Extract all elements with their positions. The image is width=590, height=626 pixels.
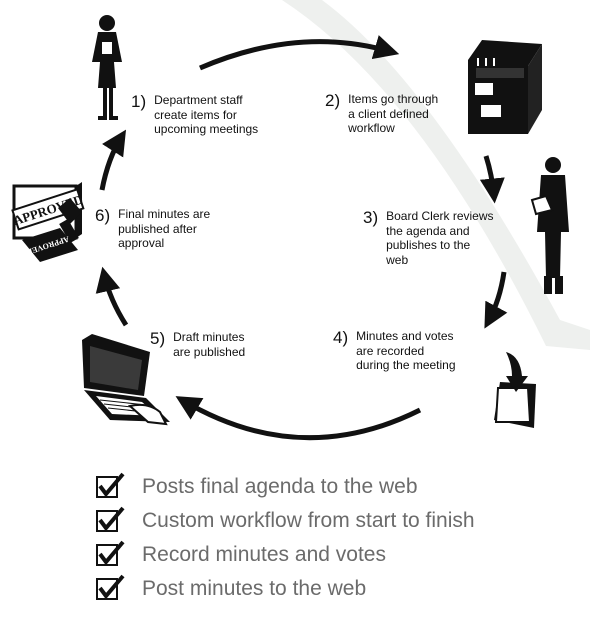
step-text: Items go through a client defined workfl… — [348, 92, 439, 135]
step-number: 3) — [363, 208, 379, 227]
step-text: Draft minutes are published — [173, 330, 246, 359]
arrow-6-to-1 — [99, 129, 127, 191]
step-5: 5) Draft minutes are published — [150, 330, 245, 359]
step-text: Final minutes are published after approv… — [118, 207, 211, 250]
step-number: 5) — [150, 329, 166, 348]
background-band — [282, 0, 590, 350]
workflow-diagram: APPROVED APPROVED 1) Department staff cr… — [11, 0, 590, 441]
step-1: 1) Department staff create items for upc… — [131, 93, 258, 137]
step-text: Minutes and votes are recorded during th… — [356, 329, 456, 372]
step-2: 2) Items go through a client defined wor… — [325, 92, 438, 136]
laptop-icon — [82, 334, 170, 426]
step-text: Department staff create items for upcomi… — [154, 93, 259, 136]
checkmark-icon — [96, 540, 125, 566]
arrow-4-to-5 — [175, 396, 422, 441]
step-text: Board Clerk reviews the agenda and publi… — [386, 209, 494, 267]
checkmark-icon — [96, 506, 125, 532]
checklist-item: Record minutes and votes — [96, 538, 475, 572]
checklist-item: Custom workflow from start to finish — [96, 504, 475, 538]
arrow-1-to-2 — [199, 35, 400, 71]
arrow-3-to-4 — [484, 271, 508, 329]
checklist-item: Post minutes to the web — [96, 572, 475, 606]
checklist-label: Custom workflow from start to finish — [142, 509, 475, 532]
staff-woman-icon — [92, 15, 122, 120]
approved-stamp-icon: APPROVED APPROVED — [11, 182, 85, 262]
board-clerk-man-icon — [530, 157, 569, 294]
step-number: 1) — [131, 92, 147, 111]
checkmark-icon — [96, 574, 125, 600]
arrow-2-to-3 — [479, 155, 505, 204]
checklist-item: Posts final agenda to the web — [96, 470, 475, 504]
folder-download-icon — [494, 352, 536, 428]
filing-cabinet-icon — [468, 40, 542, 134]
arrow-5-to-6 — [95, 266, 129, 327]
checklist-label: Post minutes to the web — [142, 577, 367, 600]
checklist-label: Posts final agenda to the web — [142, 475, 418, 498]
step-number: 6) — [95, 206, 111, 225]
step-6: 6) Final minutes are published after app… — [95, 207, 210, 251]
checkmark-icon — [96, 472, 125, 498]
step-4: 4) Minutes and votes are recorded during… — [333, 329, 456, 373]
checklist-label: Record minutes and votes — [142, 543, 386, 566]
step-number: 4) — [333, 328, 349, 347]
step-number: 2) — [325, 91, 341, 110]
feature-checklist: Posts final agenda to the web Custom wor… — [96, 470, 475, 606]
step-3: 3) Board Clerk reviews the agenda and pu… — [363, 209, 494, 267]
